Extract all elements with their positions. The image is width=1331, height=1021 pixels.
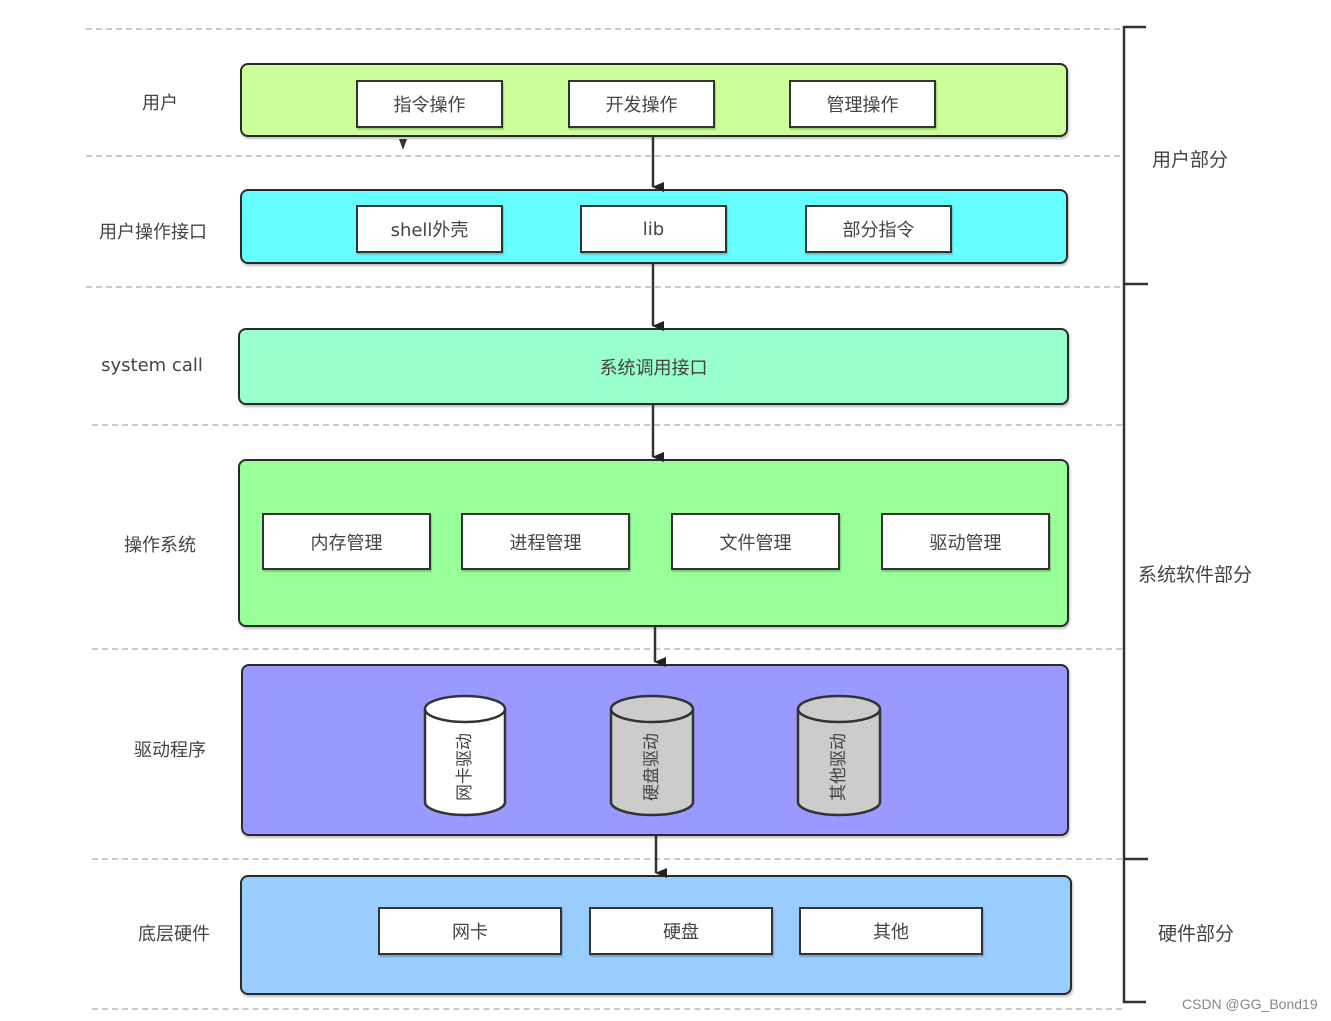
layer-system-call (238, 328, 1069, 405)
layer-label-user-interface: 用户操作接口 (99, 222, 207, 243)
item-driver-management[interactable]: 驱动管理 (881, 513, 1050, 570)
item-command-operation[interactable]: 指令操作 (356, 80, 503, 128)
separator-line (86, 286, 1120, 288)
separator-line (92, 424, 1122, 426)
item-lib[interactable]: lib (580, 205, 727, 253)
item-shell[interactable]: shell外壳 (356, 205, 503, 253)
separator-line (92, 1008, 1122, 1010)
item-partial-commands[interactable]: 部分指令 (805, 205, 952, 253)
cylinder-label-other-driver: 其他驱动 (829, 733, 849, 801)
item-other-hardware[interactable]: 其他 (799, 907, 983, 955)
item-network-card[interactable]: 网卡 (378, 907, 562, 955)
separator-line (92, 648, 1122, 650)
watermark: CSDN @GG_Bond19 (1182, 996, 1318, 1012)
small-arrow-marker (399, 139, 407, 150)
separator-line (86, 28, 1120, 30)
system-call-interface-text: 系统调用接口 (599, 357, 708, 379)
item-file-management[interactable]: 文件管理 (671, 513, 840, 570)
item-development-operation[interactable]: 开发操作 (568, 80, 715, 128)
layer-label-user: 用户 (142, 93, 178, 114)
item-process-management[interactable]: 进程管理 (461, 513, 630, 570)
layer-label-system-call: system call (101, 355, 203, 376)
cylinder-label-disk-driver: 硬盘驱动 (642, 733, 662, 801)
group-bracket (1122, 25, 1146, 1004)
group-label-user-part: 用户部分 (1152, 149, 1229, 171)
separator-line (92, 858, 1122, 860)
item-hard-disk[interactable]: 硬盘 (589, 907, 773, 955)
cylinder-label-network-driver: 网卡驱动 (455, 733, 475, 801)
item-memory-management[interactable]: 内存管理 (262, 513, 431, 570)
group-label-hardware-part: 硬件部分 (1158, 923, 1235, 945)
group-label-system-software-part: 系统软件部分 (1138, 564, 1253, 586)
item-management-operation[interactable]: 管理操作 (789, 80, 936, 128)
layer-label-drivers: 驱动程序 (134, 740, 206, 761)
separator-line (86, 155, 1120, 157)
layer-label-os: 操作系统 (124, 535, 196, 556)
layer-label-hardware: 底层硬件 (138, 924, 210, 945)
